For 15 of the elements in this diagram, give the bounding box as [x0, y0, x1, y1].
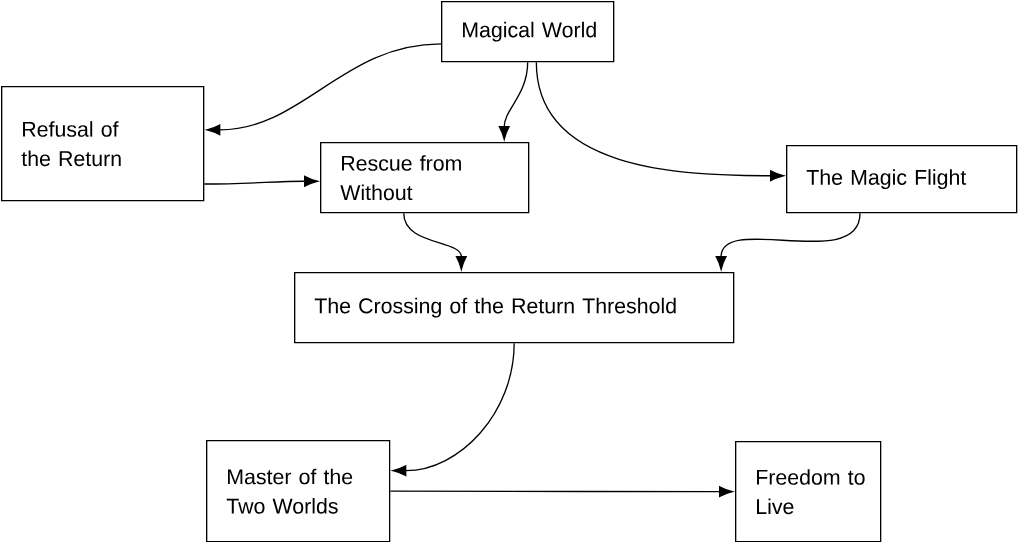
process-box: The Crossing of the Return Threshold	[294, 272, 735, 344]
arrow	[715, 212, 861, 270]
arrow	[389, 486, 733, 498]
process-box: The Magic Flight	[786, 145, 1018, 214]
arrow	[535, 61, 784, 182]
process-box: Magical World	[441, 1, 615, 63]
arrow	[498, 61, 529, 140]
process-box: Master of the Two Worlds	[206, 440, 391, 542]
arrow	[203, 175, 318, 187]
process-box: Refusal of the Return	[1, 86, 205, 202]
process-box: Freedom to Live	[735, 441, 882, 542]
process-box: Rescue from Without	[320, 142, 530, 214]
arrow	[403, 212, 467, 270]
arrow	[392, 342, 515, 477]
arrow	[206, 43, 442, 136]
